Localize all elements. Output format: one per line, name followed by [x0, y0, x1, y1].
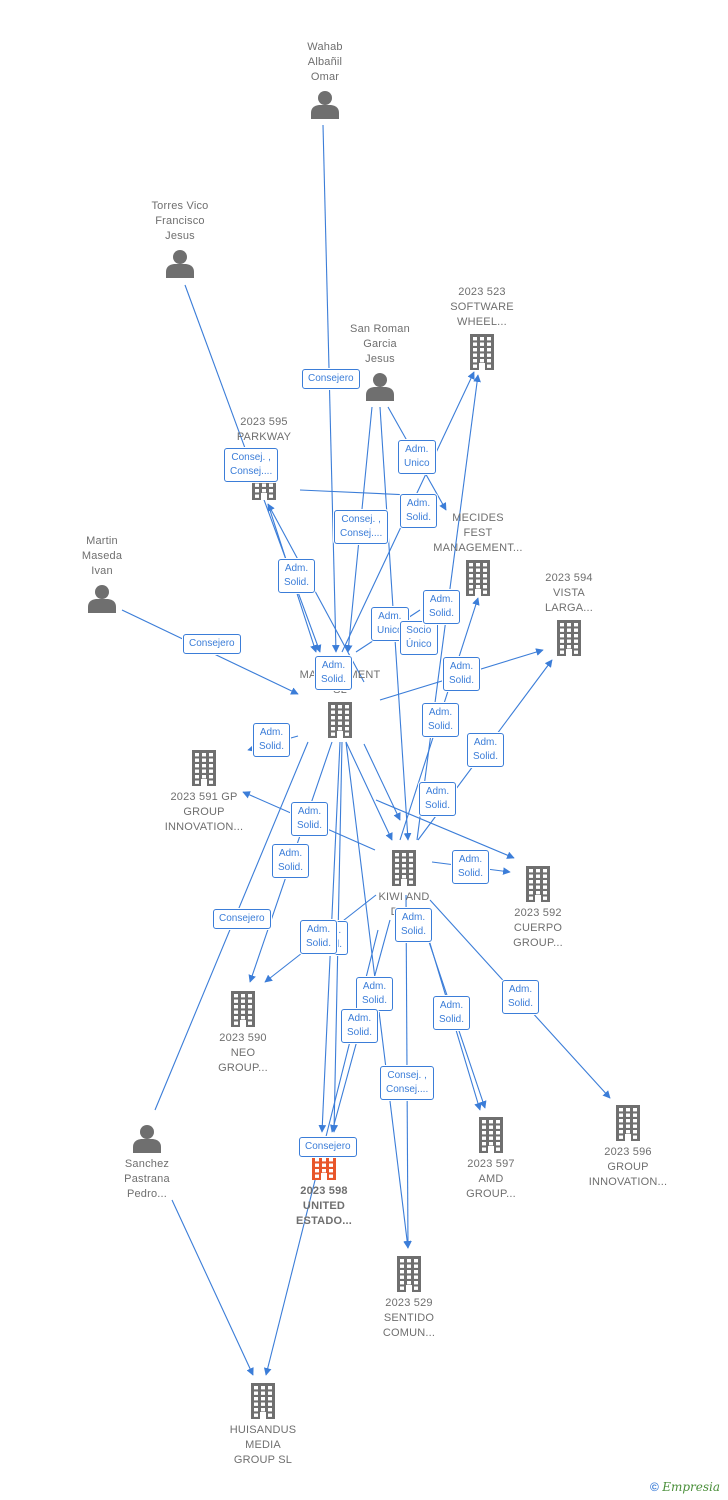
relation-label[interactable]: Adm. Solid.: [443, 657, 481, 691]
relation-edge: [345, 741, 393, 841]
person-icon: [87, 583, 117, 618]
relation-edge: [171, 1199, 254, 1376]
node-label: 2023 596 GROUP INNOVATION...: [588, 1146, 668, 1188]
person-icon: [132, 1123, 162, 1158]
node-label: HUISANDUS MEDIA GROUP SL: [229, 1424, 297, 1466]
company-node-kiwi[interactable]: KIWI AND DO...: [344, 850, 464, 920]
relation-label[interactable]: Adm. Solid.: [400, 494, 438, 528]
relation-label[interactable]: Adm. Solid.: [278, 559, 316, 593]
relation-label[interactable]: Adm. Unico: [398, 440, 436, 474]
person-node-sanchez[interactable]: Sanchez Pastrana Pedro...: [87, 1123, 207, 1202]
relation-label[interactable]: Adm. Solid.: [452, 850, 490, 884]
building-icon: [554, 620, 584, 661]
relation-label[interactable]: Adm. Solid.: [341, 1009, 379, 1043]
person-node-sanroman[interactable]: San Roman Garcia Jesus: [320, 322, 440, 401]
relation-label[interactable]: Adm. Solid.: [315, 656, 353, 690]
company-node-c596[interactable]: 2023 596 GROUP INNOVATION...: [568, 1105, 688, 1190]
node-label: Wahab Albañil Omar: [307, 41, 343, 83]
copyright-symbol: ©: [650, 1480, 659, 1494]
relation-label[interactable]: Consejero: [302, 369, 360, 389]
relation-label[interactable]: Consej. , Consej....: [380, 1066, 435, 1100]
relation-label[interactable]: Adm. Solid.: [395, 908, 433, 942]
company-node-c591[interactable]: 2023 591 GP GROUP INNOVATION...: [144, 750, 264, 835]
node-label: 2023 591 GP GROUP INNOVATION...: [164, 791, 244, 833]
company-node-c523[interactable]: 2023 523 SOFTWARE WHEEL...: [422, 285, 542, 370]
relation-label[interactable]: Adm. Solid.: [423, 590, 461, 624]
building-icon: [325, 702, 355, 743]
relation-label[interactable]: Adm. Solid.: [502, 980, 540, 1014]
building-icon: [467, 334, 497, 375]
building-icon: [476, 1117, 506, 1158]
person-node-torres[interactable]: Torres Vico Francisco Jesus: [120, 199, 240, 278]
relation-label[interactable]: Adm. Solid.: [253, 723, 291, 757]
building-icon: [523, 866, 553, 907]
brand-footer: © Empresia: [650, 1480, 720, 1494]
node-label: Sanchez Pastrana Pedro...: [124, 1158, 170, 1200]
building-icon: [613, 1105, 643, 1146]
person-icon: [165, 248, 195, 283]
company-node-c597[interactable]: 2023 597 AMD GROUP...: [431, 1117, 551, 1202]
relation-edge: [267, 503, 365, 683]
building-icon: [189, 750, 219, 791]
relation-label[interactable]: Consejero: [299, 1137, 357, 1157]
relation-edge: [363, 743, 401, 821]
relation-label[interactable]: Consej. , Consej....: [224, 448, 279, 482]
relation-label[interactable]: Consejero: [183, 634, 241, 654]
person-icon: [365, 371, 395, 406]
building-icon: [463, 560, 493, 601]
node-label: 2023 529 SENTIDO COMUN...: [382, 1297, 436, 1339]
company-node-mecides[interactable]: MECIDES FEST MANAGEMENT...: [418, 511, 538, 596]
node-label: San Roman Garcia Jesus: [350, 323, 410, 365]
relation-label[interactable]: Consejero: [213, 909, 271, 929]
relation-edge: [375, 799, 515, 859]
relation-label[interactable]: Adm. Solid.: [422, 703, 460, 737]
node-label: 2023 597 AMD GROUP...: [466, 1158, 516, 1200]
relation-label[interactable]: Adm. Solid.: [356, 977, 394, 1011]
node-label: MECIDES FEST MANAGEMENT...: [433, 512, 523, 554]
person-icon: [310, 89, 340, 124]
relation-label[interactable]: Adm. Solid.: [467, 733, 505, 767]
node-label: Torres Vico Francisco Jesus: [151, 200, 209, 242]
node-label: 2023 592 CUERPO GROUP...: [513, 907, 563, 949]
person-node-wahab[interactable]: Wahab Albañil Omar: [265, 40, 385, 119]
brand-name[interactable]: Empresia: [662, 1480, 720, 1494]
node-label: 2023 523 SOFTWARE WHEEL...: [450, 286, 514, 328]
company-node-c590[interactable]: 2023 590 NEO GROUP...: [183, 991, 303, 1076]
building-icon: [389, 850, 419, 891]
relation-label[interactable]: Adm. Solid.: [433, 996, 471, 1030]
company-node-huisandus[interactable]: HUISANDUS MEDIA GROUP SL: [203, 1383, 323, 1468]
company-node-c592[interactable]: 2023 592 CUERPO GROUP...: [478, 866, 598, 951]
relation-label[interactable]: Socio Único: [400, 621, 438, 655]
building-icon: [394, 1256, 424, 1297]
company-node-c529[interactable]: 2023 529 SENTIDO COMUN...: [349, 1256, 469, 1341]
relation-label[interactable]: Adm. Solid.: [291, 802, 329, 836]
building-icon: [248, 1383, 278, 1424]
person-node-martin[interactable]: Martin Maseda Ivan: [42, 534, 162, 613]
relation-label[interactable]: Adm. Solid.: [272, 844, 310, 878]
building-icon: [228, 991, 258, 1032]
node-label: 2023 594 VISTA LARGA...: [544, 572, 594, 614]
company-node-c594[interactable]: 2023 594 VISTA LARGA...: [509, 571, 629, 656]
node-label: Martin Maseda Ivan: [81, 535, 123, 577]
relation-label[interactable]: Adm. Solid.: [300, 920, 338, 954]
relation-label[interactable]: Adm. Solid.: [419, 782, 457, 816]
node-label: 2023 598 UNITED ESTADO...: [296, 1185, 352, 1227]
node-label: 2023 590 NEO GROUP...: [218, 1032, 268, 1074]
relation-label[interactable]: Consej. , Consej....: [334, 510, 389, 544]
